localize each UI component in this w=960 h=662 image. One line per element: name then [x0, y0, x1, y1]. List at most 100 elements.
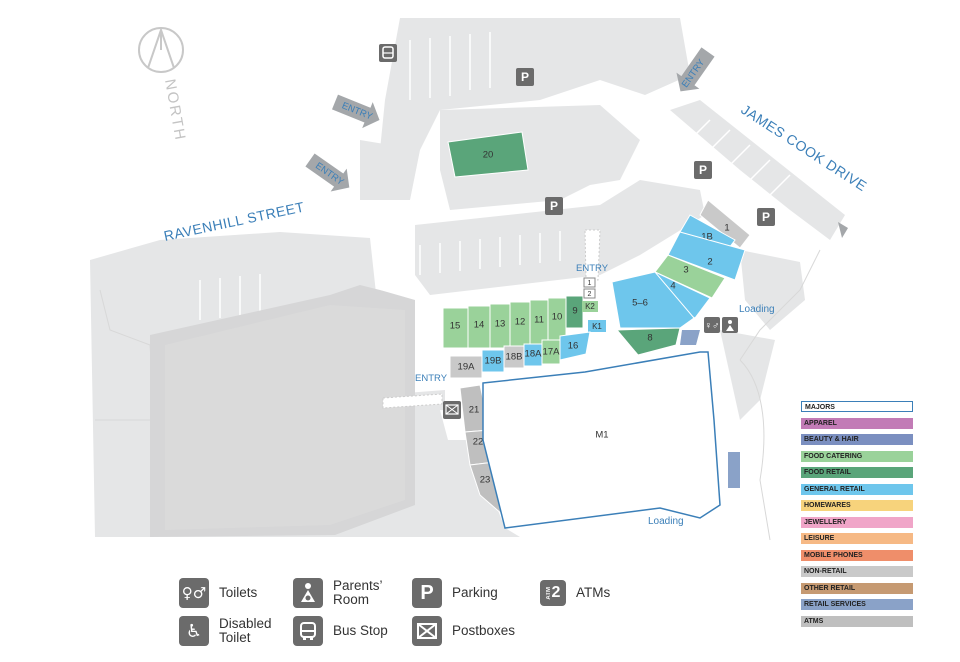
svg-text:15: 15	[450, 321, 461, 332]
svg-text:20: 20	[483, 150, 494, 161]
legend-item: FOOD CATERING	[801, 450, 913, 462]
entry-label-west: ENTRY	[415, 373, 448, 384]
svg-text:2: 2	[707, 257, 712, 268]
retail-services-kiosk	[728, 452, 740, 488]
svg-text:17A: 17A	[543, 347, 561, 358]
shop-18a[interactable]: 18A	[523, 343, 543, 367]
svg-text:4: 4	[670, 281, 675, 292]
entry-crossing-north	[584, 229, 601, 281]
svg-text:1: 1	[588, 280, 592, 287]
bus-stop-icon	[293, 616, 323, 646]
key-postboxes: Postboxes	[412, 616, 515, 646]
svg-text:3: 3	[683, 265, 688, 276]
shop-19b[interactable]: 19B	[481, 349, 505, 373]
key-toilets-label: Toilets	[219, 585, 258, 600]
key-disabled-toilet-label: Disabled Toilet	[219, 616, 272, 645]
retail-services-unit	[680, 330, 700, 345]
svg-text:♀♂: ♀♂	[705, 321, 720, 332]
kiosk-k2[interactable]: K2	[582, 301, 598, 312]
legend-item: JEWELLERY	[801, 516, 913, 528]
entry-arrow-w: ENTRY	[305, 153, 350, 192]
svg-text:P: P	[521, 70, 529, 84]
kiosk-k1[interactable]: K1	[588, 320, 606, 332]
legend-item: HOMEWARES	[801, 500, 913, 511]
north-compass: NORTH	[138, 26, 189, 143]
shop-18b[interactable]: 18B	[503, 345, 525, 369]
svg-text:10: 10	[552, 312, 563, 323]
svg-text:19B: 19B	[485, 356, 502, 367]
legend-item: LEISURE	[801, 533, 913, 544]
key-bus-stop: Bus Stop	[293, 616, 393, 646]
svg-text:9: 9	[572, 306, 577, 317]
atm-2[interactable]: 2	[583, 288, 596, 299]
entry-label-north: ENTRY	[576, 263, 609, 274]
shop-15[interactable]: 15	[442, 307, 469, 349]
svg-text:M1: M1	[595, 430, 608, 441]
svg-text:K1: K1	[592, 322, 602, 331]
shop-9[interactable]: 9	[565, 295, 584, 329]
key-parents-room-label: Parents’ Room	[333, 578, 383, 607]
toilets-icon: ♀♂	[704, 317, 720, 333]
bus-stop-icon	[379, 44, 397, 62]
svg-text:2: 2	[588, 291, 592, 298]
key-atms: ATM 2 ATMs	[540, 580, 636, 606]
svg-text:18A: 18A	[525, 349, 543, 360]
shop-5-6[interactable]: 5–6	[611, 271, 695, 329]
parking-icon: P	[757, 208, 775, 226]
wheelchair-icon: ♿	[179, 616, 209, 646]
legend-item: NON-RETAIL	[801, 566, 913, 577]
key-parking: P Parking	[412, 578, 512, 608]
entry-arrow-small	[838, 222, 848, 238]
shop-17a[interactable]: 17A	[541, 339, 561, 365]
legend-item: MAJORS	[801, 401, 913, 412]
parents-room-icon	[722, 317, 738, 333]
key-bus-stop-label: Bus Stop	[333, 623, 388, 638]
legend-item: FOOD RETAIL	[801, 467, 913, 478]
svg-text:8: 8	[647, 333, 652, 344]
svg-text:22: 22	[473, 437, 484, 448]
svg-text:23: 23	[480, 475, 491, 486]
shop-14[interactable]: 14	[467, 305, 491, 349]
svg-text:19A: 19A	[458, 362, 476, 373]
major-m1[interactable]: M1	[482, 351, 721, 529]
parking-icon: P	[694, 161, 712, 179]
legend-item: APPAREL	[801, 417, 913, 429]
legend-item: RETAIL SERVICES	[801, 599, 913, 610]
building-inner	[165, 305, 405, 530]
legend-item: OTHER RETAIL	[801, 582, 913, 594]
legend-item: MOBILE PHONES	[801, 549, 913, 561]
svg-text:12: 12	[515, 317, 526, 328]
key-parking-label: Parking	[452, 585, 498, 600]
key-parents-room: Parents’ Room	[293, 578, 393, 608]
shop-12[interactable]: 12	[509, 301, 531, 349]
shop-1[interactable]: 1	[699, 199, 751, 249]
entry-crossing-west	[382, 393, 443, 409]
legend-item: ATMS	[801, 615, 913, 627]
parking-icon: P	[516, 68, 534, 86]
key-atms-label: ATMs	[576, 585, 611, 600]
svg-text:14: 14	[474, 320, 485, 331]
legend-item: BEAUTY & HAIR	[801, 434, 913, 445]
shop-3[interactable]: 3	[654, 254, 726, 299]
parking-bays	[199, 32, 791, 320]
shop-19a[interactable]: 19A	[449, 355, 483, 379]
shop-8[interactable]: 8	[615, 327, 681, 356]
parking-icon: P	[412, 578, 442, 608]
compass-label: NORTH	[161, 78, 189, 143]
shop-16[interactable]: 16	[559, 331, 591, 361]
postbox-icon	[443, 401, 461, 419]
shop-20[interactable]: 20	[447, 131, 529, 178]
key-toilets: ♀♂ Toilets	[179, 578, 279, 608]
shop-2[interactable]: 2	[667, 231, 746, 281]
svg-text:18B: 18B	[506, 352, 523, 363]
svg-text:13: 13	[495, 319, 506, 330]
parents-room-icon	[293, 578, 323, 608]
loading-label-east: Loading	[739, 304, 775, 315]
svg-text:11: 11	[534, 315, 544, 326]
shop-13[interactable]: 13	[489, 303, 511, 349]
svg-text:1B: 1B	[701, 232, 713, 243]
postbox-icon	[412, 616, 442, 646]
svg-text:K2: K2	[585, 302, 595, 311]
atm-1[interactable]: 1	[583, 277, 596, 288]
